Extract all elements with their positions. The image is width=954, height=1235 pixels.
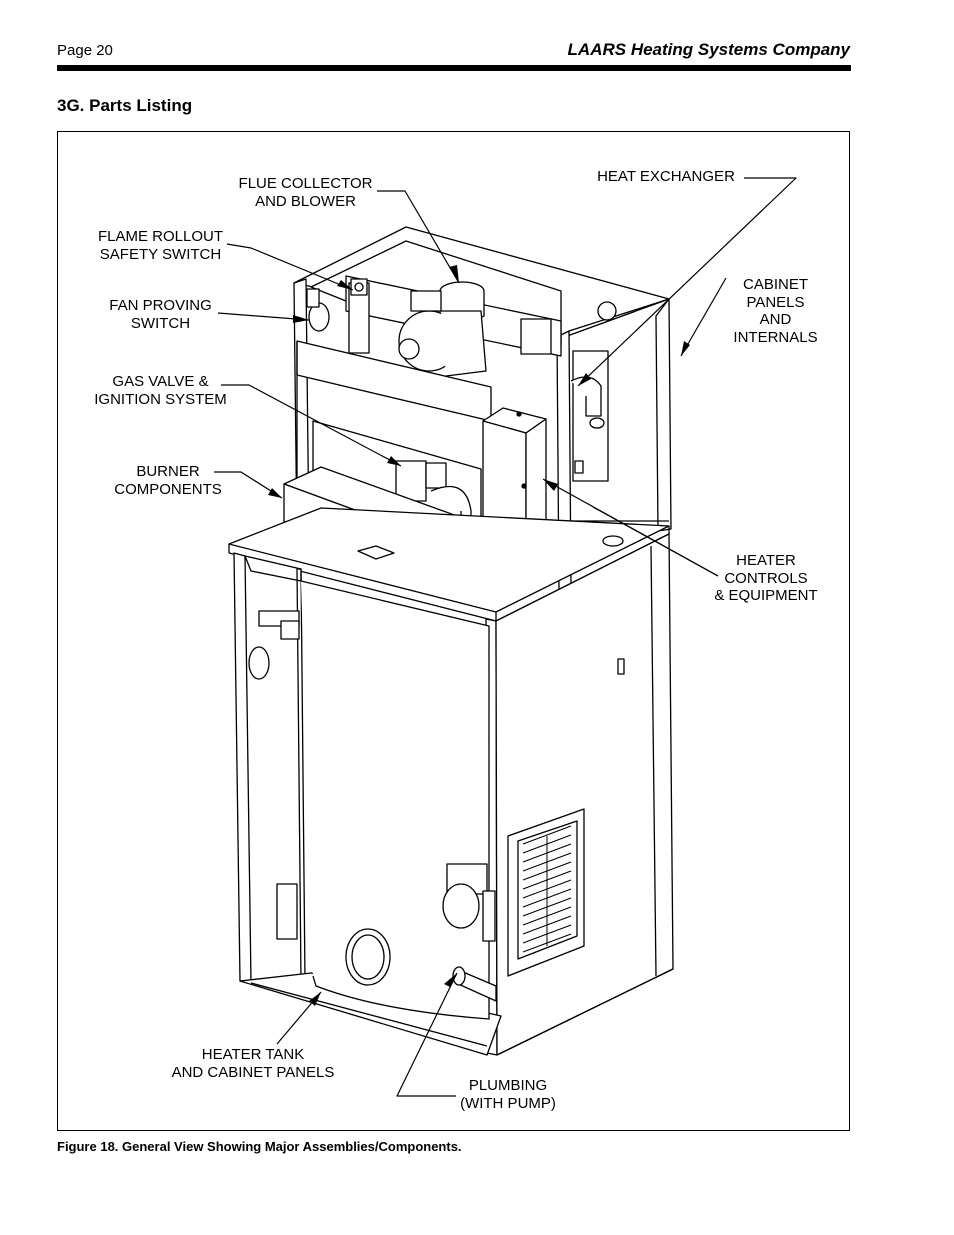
label-plumbing: PLUMBING (WITH PUMP): [460, 1077, 556, 1112]
heater-tank: [300, 580, 490, 1020]
leader-heat-exchanger: [577, 177, 797, 387]
figure-frame: FLUE COLLECTOR AND BLOWER HEAT EXCHANGER…: [57, 131, 850, 1131]
label-gas-valve: GAS VALVE & IGNITION SYSTEM: [94, 373, 227, 408]
company-name: LAARS Heating Systems Company: [567, 40, 850, 59]
leader-plumbing: [396, 972, 458, 1097]
label-fan-proving: FAN PROVING SWITCH: [109, 297, 212, 332]
label-burner: BURNER COMPONENTS: [114, 463, 222, 498]
label-heater-tank: HEATER TANK AND CABINET PANELS: [171, 1046, 335, 1081]
leader-gas: [221, 384, 402, 467]
header-rule: [57, 65, 851, 71]
label-flue-collector: FLUE COLLECTOR AND BLOWER: [238, 175, 373, 210]
leader-flue: [377, 190, 460, 284]
leader-cabinet: [680, 277, 727, 357]
label-heater-controls: HEATER CONTROLS & EQUIPMENT: [714, 552, 818, 604]
label-cabinet-panels: CABINET PANELS AND INTERNALS: [733, 276, 818, 346]
heater-illustration: [214, 177, 797, 1097]
lower-right-panel: [495, 533, 674, 1056]
label-flame-rollout: FLAME ROLLOUT SAFETY SWITCH: [97, 228, 224, 263]
section-title: 3G. Parts Listing: [57, 96, 193, 115]
figure-caption: Figure 18. General View Showing Major As…: [57, 1139, 462, 1154]
lower-left-post: [233, 552, 252, 984]
label-heat-exchanger: HEAT EXCHANGER: [597, 168, 735, 185]
leader-burner: [214, 471, 283, 499]
leader-flame-rollout: [226, 243, 354, 291]
page-number: Page 20: [57, 42, 113, 59]
